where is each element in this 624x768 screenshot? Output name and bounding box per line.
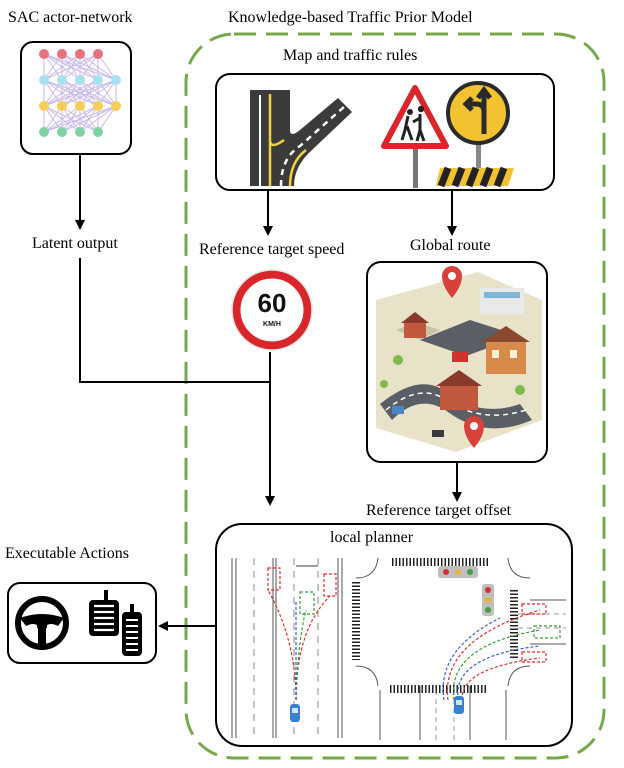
nn-edge	[79, 105, 117, 133]
nn-node	[39, 127, 49, 137]
nn-edge	[43, 79, 117, 107]
nn-edge	[61, 79, 81, 107]
nn-edge	[43, 53, 117, 81]
global-route-label: Global route	[410, 237, 491, 254]
exec-actions-title: Executable Actions	[5, 545, 129, 562]
nn-node	[39, 49, 49, 59]
nn-edge	[61, 105, 81, 133]
nn-edge	[79, 105, 99, 133]
nn-edge	[43, 79, 81, 107]
speed-unit: KM/H	[263, 321, 281, 328]
nn-edge	[97, 105, 117, 133]
nn-edge	[43, 105, 63, 133]
lane-change-scene	[231, 558, 343, 738]
nn-node	[39, 101, 49, 111]
nn-node	[75, 127, 85, 137]
ref-offset-label: Reference target offset	[366, 502, 512, 519]
nn-edge	[61, 79, 117, 107]
nn-edge	[79, 53, 99, 81]
nn-edge	[43, 105, 81, 133]
nn-edge	[61, 105, 99, 133]
nn-node	[57, 127, 67, 137]
nn-edge	[61, 105, 99, 133]
nn-edge	[43, 105, 99, 133]
local-planner-box	[215, 523, 573, 747]
pedals-icon	[89, 590, 142, 656]
nn-edge	[61, 53, 99, 81]
nn-edge	[43, 53, 81, 81]
nn-node	[57, 75, 67, 85]
nn-node	[39, 75, 49, 85]
nn-edge	[79, 79, 99, 107]
nn-edge	[43, 79, 99, 107]
nn-node	[75, 49, 85, 59]
speed-limit-icon	[231, 269, 313, 351]
connector-latent-to-merge	[79, 258, 270, 383]
pedestrian-warning-icon	[381, 85, 449, 188]
nn-edge	[79, 53, 117, 81]
ref-speed-label: Reference target speed	[199, 241, 345, 258]
nn-edge	[61, 105, 81, 133]
nn-edge	[97, 79, 117, 107]
nn-node	[111, 101, 121, 111]
nn-edge	[61, 105, 117, 133]
nn-edge	[61, 53, 117, 81]
nn-edge	[61, 79, 117, 107]
map-rules-box	[215, 73, 555, 191]
kb-frame	[184, 32, 606, 760]
nn-node	[93, 101, 103, 111]
steering-wheel-icon	[15, 596, 69, 650]
map-rules-title: Map and traffic rules	[283, 47, 418, 64]
nn-node	[93, 49, 103, 59]
nn-edge	[61, 53, 81, 81]
local-planner-title: local planner	[330, 529, 414, 546]
intersection-scene	[352, 557, 566, 740]
nn-edge	[79, 105, 99, 133]
latent-output-label: Latent output	[32, 235, 118, 252]
nn-edge	[43, 105, 117, 133]
nn-edge	[79, 79, 117, 107]
nn-edge	[43, 105, 63, 133]
nn-node	[75, 101, 85, 111]
road-curve-icon	[250, 90, 352, 187]
nn-edge	[61, 79, 99, 107]
nn-edge	[79, 53, 99, 81]
nn-node	[57, 49, 67, 59]
nn-edge	[97, 53, 117, 81]
nn-edge	[43, 79, 63, 107]
sac-title: SAC actor-network	[8, 9, 133, 26]
nn-edge	[79, 79, 117, 107]
nn-edge	[61, 79, 99, 107]
nn-node	[93, 75, 103, 85]
nn-edge	[43, 53, 99, 81]
city-map-icon	[376, 266, 542, 452]
nn-node	[57, 101, 67, 111]
sac-network-box	[20, 41, 132, 155]
nn-node	[75, 75, 85, 85]
nn-node	[111, 75, 121, 85]
exec-actions-box	[7, 582, 157, 664]
nn-edge	[43, 53, 99, 81]
nn-edge	[43, 79, 99, 107]
nn-edge	[43, 79, 63, 107]
nn-edge	[43, 53, 63, 81]
nn-edge	[43, 105, 81, 133]
nn-edge	[43, 79, 117, 107]
nn-edge	[97, 79, 117, 107]
neural-network-icon	[39, 49, 121, 137]
global-route-box	[366, 261, 548, 463]
nn-edge	[43, 79, 81, 107]
direction-sign-icon	[436, 81, 514, 188]
nn-edge	[61, 53, 99, 81]
nn-edge	[61, 53, 81, 81]
nn-edge	[43, 105, 99, 133]
nn-edge	[61, 79, 81, 107]
nn-edge	[79, 79, 99, 107]
speed-value: 60	[258, 288, 287, 318]
nn-edge	[43, 53, 81, 81]
nn-edge	[43, 53, 63, 81]
kb-title: Knowledge-based Traffic Prior Model	[228, 9, 473, 26]
nn-node	[93, 127, 103, 137]
